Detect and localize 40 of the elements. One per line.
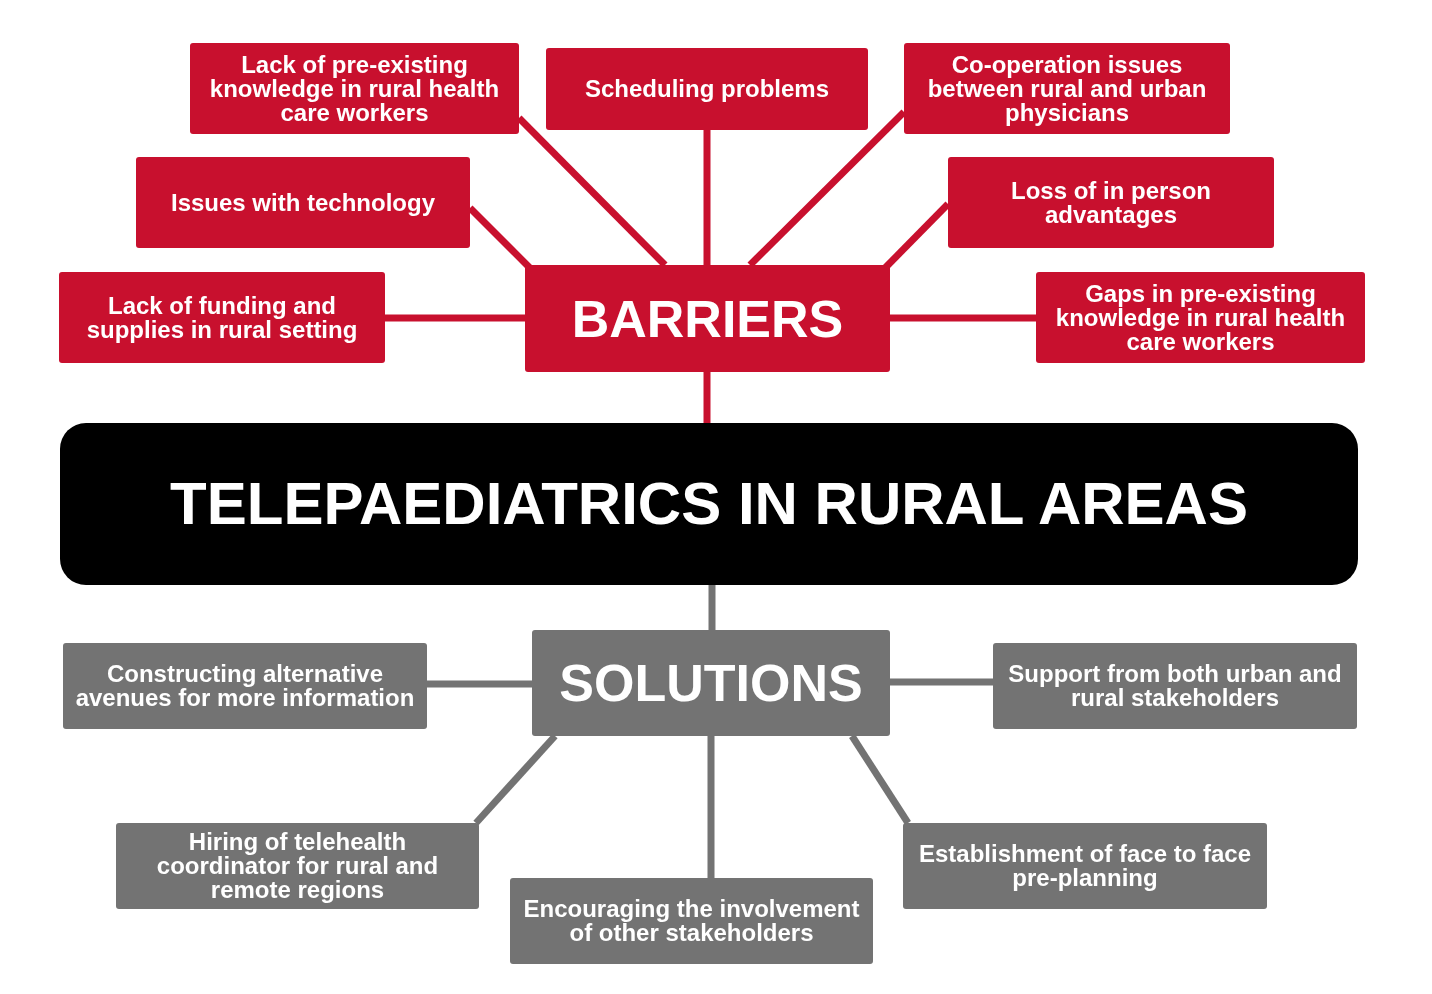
box-label: Issues with technology (170, 190, 435, 215)
category-box (532, 630, 890, 736)
connector-line (708, 585, 716, 630)
main-title: TELEPAEDIATRICS IN RURAL AREAS (170, 474, 1248, 534)
box-label: Establishment of face to face pre-planning (917, 842, 1253, 890)
connector-line (703, 130, 711, 265)
box-label: Lack of funding and supplies in rural setting (85, 293, 359, 342)
connector-line (849, 734, 911, 825)
box-label: Scheduling problems (585, 77, 829, 101)
connector-line (703, 372, 711, 423)
category-box (525, 265, 890, 372)
connector-line (473, 733, 558, 826)
solution-box (116, 823, 479, 909)
box-label: Co-operation issues between rural and urban physicians (926, 52, 1208, 125)
barrier-box (1036, 272, 1365, 363)
box-label: Loss of in person advantages (1010, 178, 1212, 227)
solution-box (510, 878, 873, 964)
barrier-box (190, 43, 519, 134)
category-heading: BARRIERS (571, 292, 844, 345)
box-label: Lack of pre-existing knowledge in rural health care workers (208, 52, 501, 125)
solution-box (903, 823, 1267, 909)
barrier-box (904, 43, 1230, 134)
connector-line (707, 736, 715, 878)
main-topic-box (60, 423, 1358, 585)
barrier-box (948, 157, 1274, 248)
box-label: Support from both urban and rural stakeholders (1007, 662, 1343, 710)
category-heading: SOLUTIONS (559, 657, 863, 709)
connector-line (427, 680, 532, 688)
connector-line (890, 678, 993, 686)
box-label: Encouraging the involvement of other stakeholders (522, 897, 861, 945)
barrier-box (546, 48, 868, 130)
connector-line (890, 314, 1036, 322)
solution-box (63, 643, 427, 729)
box-label: Gaps in pre-existing knowledge in rural health care workers (1054, 281, 1347, 354)
connector-line (385, 314, 525, 322)
barrier-box (136, 157, 470, 248)
barrier-box (59, 272, 385, 363)
box-label: Constructing alternative avenues for more information (74, 662, 416, 710)
box-label: Hiring of telehealth coordinator for rural and remote regions (155, 830, 440, 902)
solution-box (993, 643, 1357, 729)
